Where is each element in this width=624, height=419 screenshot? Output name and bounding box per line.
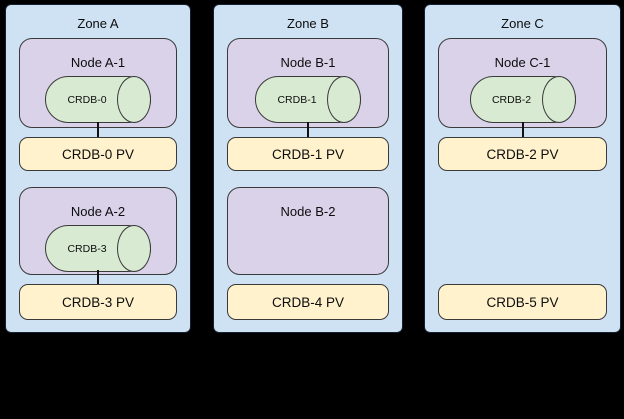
- cylinder-endcap: [327, 75, 362, 123]
- pod1-to-pv1-connector-line: [307, 122, 309, 138]
- node-a2-box: Node A-2 CRDB-3: [19, 187, 177, 275]
- pv-crdb-3-box: CRDB-3 PV: [19, 284, 177, 320]
- pv-crdb-2-label: CRDB-2 PV: [486, 146, 559, 162]
- pv-crdb-2-box: CRDB-2 PV: [438, 137, 607, 171]
- node-a1-box: Node A-1 CRDB-0: [19, 38, 177, 128]
- node-b2-box: Node B-2: [227, 187, 389, 275]
- node-c1-label: Node C-1: [494, 55, 551, 70]
- pod-crdb-2-label: CRDB-2: [491, 93, 532, 106]
- pod-crdb-3-cylinder: CRDB-3: [45, 224, 152, 272]
- pv-crdb-0-box: CRDB-0 PV: [19, 137, 177, 171]
- pod-crdb-3-label: CRDB-3: [67, 242, 107, 255]
- node-a1-label: Node A-1: [70, 55, 126, 70]
- node-b2-label: Node B-2: [280, 204, 336, 219]
- pv-crdb-5-label: CRDB-5 PV: [486, 294, 559, 310]
- node-c1-box: Node C-1 CRDB-2: [438, 38, 607, 128]
- pod-crdb-1-cylinder: CRDB-1: [255, 75, 362, 123]
- pv-crdb-4-box: CRDB-4 PV: [227, 284, 389, 320]
- cylinder-endcap: [541, 75, 576, 123]
- pv-crdb-3-label: CRDB-3 PV: [61, 294, 134, 310]
- zone-a-label: Zone A: [77, 16, 119, 31]
- pod-crdb-0-label: CRDB-0: [67, 93, 107, 106]
- pod-crdb-0-cylinder: CRDB-0: [45, 75, 152, 123]
- zone-b-label: Zone B: [287, 16, 329, 31]
- pod-crdb-1-label: CRDB-1: [277, 93, 317, 106]
- pv-crdb-1-label: CRDB-1 PV: [271, 146, 344, 162]
- pv-crdb-5-box: CRDB-5 PV: [438, 284, 607, 320]
- pod3-to-pv3-connector-line: [97, 270, 99, 285]
- pv-crdb-4-label: CRDB-4 PV: [271, 294, 344, 310]
- cylinder-endcap: [117, 75, 152, 123]
- cylinder-endcap: [117, 224, 152, 272]
- zone-c-box: Zone C Node C-1 CRDB-2 CRDB-2 PV CRDB-5 …: [424, 4, 621, 333]
- pod2-to-pv2-connector-line: [521, 122, 524, 138]
- pv-crdb-1-box: CRDB-1 PV: [227, 137, 389, 171]
- node-a2-label: Node A-2: [70, 204, 126, 219]
- pod-crdb-2-cylinder: CRDB-2: [469, 75, 576, 123]
- zone-a-box: Zone A Node A-1 CRDB-0 CRDB-0 PV Node A-…: [5, 4, 191, 333]
- node-b1-box: Node B-1 CRDB-1: [227, 38, 389, 128]
- zone-b-box: Zone B Node B-1 CRDB-1 CRDB-1 PV Node B-…: [213, 4, 403, 333]
- pod0-to-pv0-connector-line: [97, 122, 99, 138]
- pv-crdb-0-label: CRDB-0 PV: [61, 146, 134, 162]
- node-b1-label: Node B-1: [280, 55, 336, 70]
- zone-c-label: Zone C: [501, 16, 544, 31]
